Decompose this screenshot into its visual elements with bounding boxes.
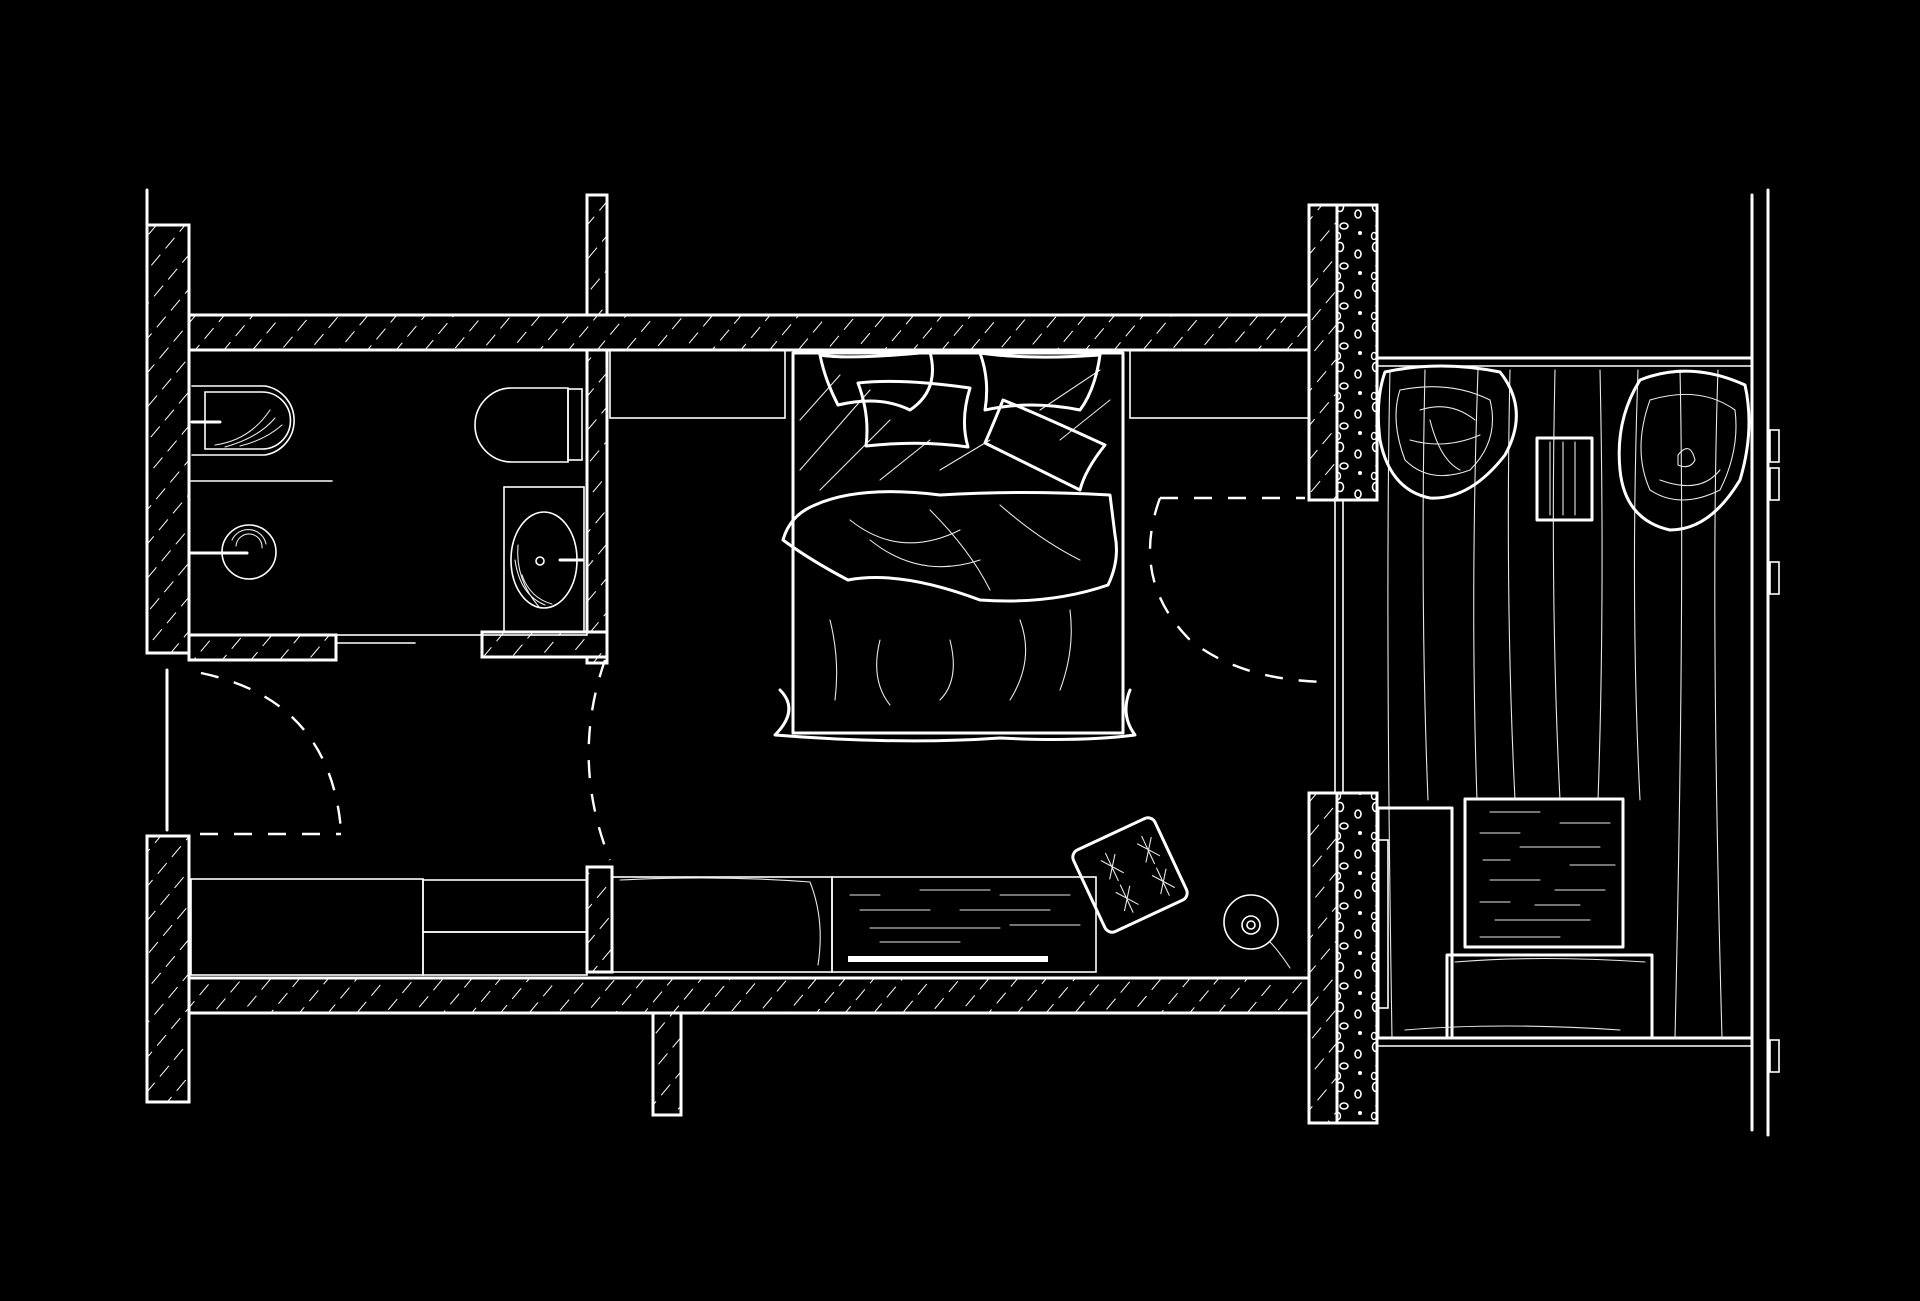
wall-bathroom-bottom <box>187 633 338 662</box>
wall-bathroom-partition <box>585 193 609 317</box>
wall-right-lower <box>1307 791 1339 1125</box>
double-bed-icon <box>773 350 1137 743</box>
wall-bottom <box>187 976 1311 1015</box>
washbasin-icon <box>503 486 585 633</box>
pillow <box>818 350 934 412</box>
pillow <box>983 398 1107 492</box>
bathroom-door-swing <box>200 671 343 836</box>
closet <box>190 878 588 976</box>
wardrobe-left <box>190 878 424 976</box>
gravel-wall-lower <box>1335 791 1379 1125</box>
shower-drain-icon <box>189 524 277 580</box>
pillow <box>856 379 972 449</box>
duvet <box>781 490 1118 603</box>
wall-left <box>145 223 191 655</box>
bathroom <box>165 349 612 861</box>
cabinet-handle <box>848 956 1048 962</box>
side-table-icon <box>1535 436 1594 522</box>
planter-left-icon <box>1376 364 1518 500</box>
wall-top <box>187 313 1311 352</box>
deck-boards <box>1387 369 1723 1039</box>
toilet-icon <box>474 387 583 463</box>
wardrobe-right <box>422 879 588 933</box>
wall-left-lower <box>145 834 191 1104</box>
pillow <box>978 351 1102 412</box>
bedroom-door-swing <box>587 659 612 861</box>
wall-right-upper <box>1307 203 1339 502</box>
floor-lamp-icon <box>1223 894 1291 969</box>
cabinet-icon <box>831 876 1097 973</box>
table-icon <box>1463 797 1625 949</box>
cushion-icon <box>1071 816 1189 934</box>
balcony <box>1334 188 1780 1137</box>
planter-right-icon <box>1617 369 1751 532</box>
armchair-icon <box>1376 806 1654 1040</box>
walls <box>145 188 1379 1125</box>
bedroom <box>609 349 1326 973</box>
gravel-wall-upper <box>1335 203 1379 502</box>
bidet-icon <box>190 385 295 456</box>
bench-icon <box>611 876 833 973</box>
